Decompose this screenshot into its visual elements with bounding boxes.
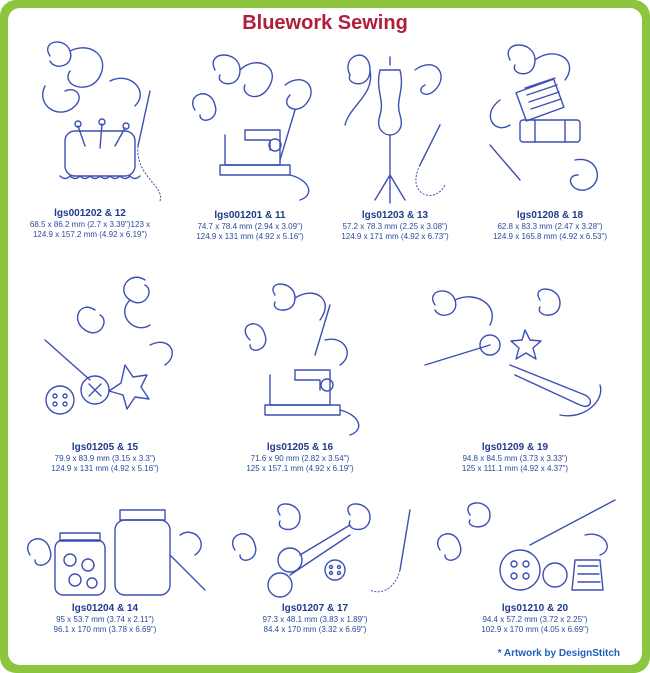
- thread-spools-icon: [489, 44, 598, 191]
- design-dimension-full: 124.9 x 131 mm (4.92 x 5.16"): [51, 464, 159, 473]
- design-lgs01205-15[interactable]: [35, 270, 185, 435]
- button-jars-icon: [27, 509, 206, 596]
- scissors-icon: [232, 503, 411, 598]
- sewing-machine-icon: [244, 283, 360, 436]
- design-dimension-full: 125 x 111.1 mm (4.92 x 4.37"): [461, 464, 569, 473]
- buttons-needle-icon: [44, 276, 173, 415]
- design-label: lgs01203 & 13 57.2 x 78.3 mm (2.25 x 3.0…: [325, 210, 465, 242]
- buttons-thimble-icon: [437, 499, 616, 591]
- design-code: lgs001201 & 11: [214, 210, 286, 221]
- design-dimension-full: 96.1 x 170 mm (3.78 x 6.69"): [53, 625, 157, 634]
- design-label: lgs01207 & 17 97.3 x 48.1 mm (3.83 x 1.8…: [245, 603, 385, 635]
- design-lgs01205-16[interactable]: [235, 280, 375, 440]
- design-lgs001202[interactable]: [30, 36, 170, 206]
- design-lgs01203[interactable]: [335, 45, 455, 210]
- design-dimension-full: 124.9 x 171 mm (4.92 x 6.73"): [341, 232, 449, 241]
- design-lgs01208[interactable]: [480, 40, 610, 205]
- design-label: lgs01210 & 20 94.4 x 57.2 mm (3.72 x 2.2…: [460, 603, 610, 635]
- design-dimension-full: 124.9 x 165.8 mm (4.92 x 6.53"): [492, 232, 607, 241]
- design-label: lgs01205 & 16 71.6 x 90 mm (2.82 x 3.54"…: [230, 442, 370, 474]
- design-dimension-full: 124.9 x 157.2 mm (4.92 x 6.19"): [32, 230, 147, 239]
- design-dimension-hoop: 97.3 x 48.1 mm (3.83 x 1.89"): [262, 615, 368, 624]
- page-title: Bluework Sewing: [242, 12, 408, 34]
- design-dimension-hoop: 94.4 x 57.2 mm (3.72 x 2.25"): [482, 615, 588, 624]
- design-label: lgs01204 & 14 95 x 53.7 mm (3.74 x 2.11"…: [30, 603, 180, 635]
- design-code: lgs01208 & 18: [516, 210, 584, 221]
- design-dimension-hoop: 57.2 x 78.3 mm (2.25 x 3.08"): [342, 222, 448, 231]
- design-dimension-full: 125 x 157.1 mm (4.92 x 6.19"): [246, 464, 354, 473]
- design-dimension-hoop: 62.8 x 83.3 mm (2.47 x 3.28"): [497, 222, 603, 231]
- design-code: lgs01204 & 14: [71, 603, 139, 614]
- design-lgs01207[interactable]: [220, 495, 420, 605]
- design-lgs01209[interactable]: [420, 285, 610, 435]
- design-dimension-hoop: 94.8 x 84.5 mm (3.73 x 3.33"): [462, 454, 568, 463]
- design-code: lgs001202 & 12: [54, 208, 126, 219]
- design-label: lgs01209 & 19 94.8 x 84.5 mm (3.73 x 3.3…: [440, 442, 590, 474]
- design-code: lgs01205 & 15: [71, 442, 139, 453]
- design-dimension-full: 124.9 x 131 mm (4.92 x 5.16"): [196, 232, 304, 241]
- design-code: lgs01210 & 20: [501, 603, 569, 614]
- design-lgs01204[interactable]: [20, 495, 210, 605]
- design-code: lgs01207 & 17: [281, 603, 349, 614]
- design-code: lgs01209 & 19: [481, 442, 549, 453]
- design-label: lgs001201 & 11 74.7 x 78.4 mm (2.94 x 3.…: [180, 210, 320, 242]
- design-dimension-hoop: 68.5 x 86.2 mm (2.7 x 3.39")123 x: [29, 220, 151, 229]
- design-dimension-hoop: 95 x 53.7 mm (3.74 x 2.11"): [56, 615, 154, 624]
- artwork-credit: * Artwork by DesignStitch: [497, 648, 620, 659]
- design-label: lgs001202 & 12 68.5 x 86.2 mm (2.7 x 3.3…: [10, 208, 170, 240]
- design-dimension-hoop: 74.7 x 78.4 mm (2.94 x 3.09"): [197, 222, 303, 231]
- safety-pin-icon: [424, 288, 602, 417]
- design-lgs001201[interactable]: [185, 50, 325, 205]
- design-dimension-hoop: 71.6 x 90 mm (2.82 x 3.54"): [250, 454, 350, 463]
- design-label: lgs01205 & 15 79.9 x 83.9 mm (3.15 x 3.3…: [30, 442, 180, 474]
- design-lgs01210[interactable]: [430, 490, 620, 605]
- dress-form-icon: [344, 54, 446, 204]
- sewing-machine-icon: [192, 54, 312, 201]
- design-dimension-full: 84.4 x 170 mm (3.32 x 6.69"): [263, 625, 367, 634]
- design-dimension-hoop: 79.9 x 83.9 mm (3.15 x 3.3"): [54, 454, 156, 463]
- pin-cushion-icon: [42, 41, 161, 202]
- design-code: lgs01203 & 13: [361, 210, 429, 221]
- design-code: lgs01205 & 16: [266, 442, 334, 453]
- design-dimension-full: 102.9 x 170 mm (4.05 x 6.69"): [481, 625, 589, 634]
- design-label: lgs01208 & 18 62.8 x 83.3 mm (2.47 x 3.2…: [475, 210, 625, 242]
